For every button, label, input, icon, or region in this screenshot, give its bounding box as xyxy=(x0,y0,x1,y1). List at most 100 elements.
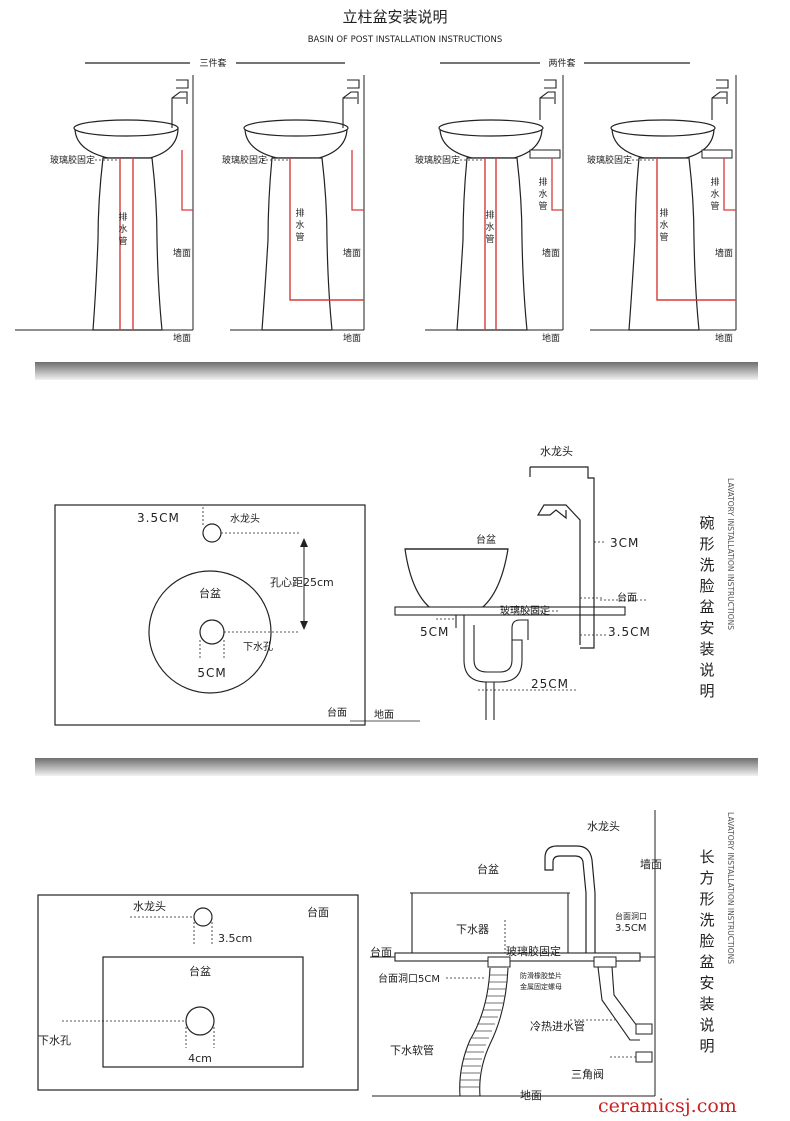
side-drain-device: 下水器 xyxy=(456,923,489,936)
label-drain-3: 管 xyxy=(295,231,304,243)
page-subtitle: BASIN OF POST INSTALLATION INSTRUCTIONS xyxy=(308,35,503,45)
rect-side-view: 水龙头 墙面 台盆 台面洞口 3.5CM 下水器 玻璃胶固定 台面 台面洞口5C… xyxy=(370,810,662,1102)
label-drain-1: 排 xyxy=(485,209,494,221)
vertical-english-title: LAVATORY INSTALLATION INSTRUCTIONS xyxy=(726,812,735,964)
plan-faucet: 水龙头 xyxy=(230,512,260,525)
vertical-char: 说 xyxy=(699,1016,714,1034)
side-basin: 台盆 xyxy=(476,533,496,546)
section-divider xyxy=(35,362,758,380)
vertical-char: 说 xyxy=(699,661,714,679)
side-gasket-2: 金属固定螺母 xyxy=(520,982,562,991)
vertical-char: 盆 xyxy=(699,953,714,971)
label-drain-side-1: 排 xyxy=(538,176,547,188)
bowl-plan-view: 3.5CM 水龙头 孔心距25cm 台盆 下水孔 5CM 台面 xyxy=(54,504,366,726)
vertical-char: 形 xyxy=(699,890,714,908)
vertical-char: 脸 xyxy=(699,932,714,950)
vertical-char: 盆 xyxy=(699,598,714,616)
group-label-two-piece: 两件套 xyxy=(548,57,575,69)
side-25cm: 25CM xyxy=(531,677,569,691)
side-counter: 台面 xyxy=(617,591,637,604)
pedestal-variant-2: 玻璃胶固定 排 水 管 墙面 地面 xyxy=(222,75,365,344)
plan-4cm: 4cm xyxy=(188,1052,212,1065)
label-floor: 地面 xyxy=(542,332,560,344)
side-glass-glue: 玻璃胶固定 xyxy=(500,604,550,617)
side-5cm: 5CM xyxy=(420,625,449,639)
plan-drain-size: 5CM xyxy=(197,666,226,680)
label-drain-2: 水 xyxy=(295,219,304,231)
label-glass-glue: 玻璃胶固定 xyxy=(222,154,267,166)
vertical-char: 洗 xyxy=(699,911,714,929)
plan-basin: 台盆 xyxy=(199,586,221,600)
label-drain-side-2: 水 xyxy=(538,188,547,200)
side-glass-glue: 玻璃胶固定 xyxy=(506,944,561,958)
label-floor: 地面 xyxy=(343,332,361,344)
label-drain-3: 管 xyxy=(659,231,668,243)
label-wall: 墙面 xyxy=(542,247,560,259)
side-supply: 冷热进水管 xyxy=(530,1019,585,1033)
label-drain-2: 水 xyxy=(659,219,668,231)
vertical-char: 装 xyxy=(699,995,714,1013)
plan-counter: 台面 xyxy=(307,905,329,919)
vertical-char: 安 xyxy=(699,619,714,637)
side-hose: 下水软管 xyxy=(390,1043,434,1057)
vertical-char: 碗 xyxy=(699,514,714,532)
watermark: ceramicsj.com xyxy=(598,1095,737,1117)
plan-hole-distance: 孔心距25cm xyxy=(270,576,334,589)
label-drain-1: 排 xyxy=(295,207,304,219)
vertical-char: 方 xyxy=(699,869,714,887)
vertical-char: 形 xyxy=(699,535,714,553)
vertical-english-title: LAVATORY INSTALLATION INSTRUCTIONS xyxy=(726,478,735,630)
label-drain-side-3: 管 xyxy=(710,200,719,212)
label-drain-side-1: 排 xyxy=(710,176,719,188)
label-wall: 墙面 xyxy=(173,247,191,259)
side-3cm: 3CM xyxy=(610,536,639,550)
vertical-char: 洗 xyxy=(699,556,714,574)
plan-drain-hole: 下水孔 xyxy=(243,641,273,653)
label-floor: 地面 xyxy=(715,332,733,344)
rect-vertical-title: 长 方 形 洗 脸 盆 安 装 说 明 LAVATORY INSTALLATIO… xyxy=(699,812,735,1055)
vertical-char: 安 xyxy=(699,974,714,992)
side-gasket-1: 防滑橡胶垫片 xyxy=(520,971,562,980)
page-title: 立柱盆安装说明 xyxy=(342,8,447,26)
bowl-vertical-title: 碗 形 洗 脸 盆 安 装 说 明 LAVATORY INSTALLATION … xyxy=(699,478,735,700)
label-glass-glue: 玻璃胶固定 xyxy=(50,154,95,166)
vertical-char: 明 xyxy=(699,1037,714,1055)
side-basin: 台盆 xyxy=(477,862,499,876)
bowl-side-view: 水龙头 台盆 3CM 台面 玻璃胶固定 5CM 3.5CM 25CM 地面 xyxy=(350,445,650,722)
label-wall: 墙面 xyxy=(715,247,733,259)
label-drain-1: 排 xyxy=(118,211,127,223)
vertical-char: 脸 xyxy=(699,577,714,595)
side-counter: 台面 xyxy=(370,945,392,959)
label-drain-2: 水 xyxy=(118,223,127,235)
label-floor: 地面 xyxy=(173,332,191,344)
label-drain-3: 管 xyxy=(485,233,494,245)
plan-3-5cm: 3.5cm xyxy=(218,932,252,945)
vertical-char: 明 xyxy=(699,682,714,700)
side-angle-valve: 三角阀 xyxy=(571,1067,604,1081)
label-wall: 墙面 xyxy=(343,247,361,259)
side-faucet: 水龙头 xyxy=(587,820,620,833)
plan-faucet-offset: 3.5CM xyxy=(137,511,180,525)
section-divider xyxy=(35,758,758,776)
side-wall: 墙面 xyxy=(640,857,662,871)
side-floor: 地面 xyxy=(374,708,394,721)
plan-basin: 台盆 xyxy=(189,964,211,978)
label-drain-side-3: 管 xyxy=(538,200,547,212)
plan-counter: 台面 xyxy=(327,706,347,719)
label-drain-1: 排 xyxy=(659,207,668,219)
side-counter-hole-5cm: 台面洞口5CM xyxy=(378,972,440,985)
plan-drain-hole: 下水孔 xyxy=(38,1034,71,1047)
side-floor: 地面 xyxy=(520,1089,542,1102)
side-faucet: 水龙头 xyxy=(540,445,573,458)
vertical-char: 装 xyxy=(699,640,714,658)
pedestal-variant-4: 玻璃胶固定 排 水 管 排 水 管 墙面 地面 xyxy=(587,75,737,344)
label-drain-side-2: 水 xyxy=(710,188,719,200)
label-glass-glue: 玻璃胶固定 xyxy=(587,154,632,166)
label-drain-3: 管 xyxy=(118,235,127,247)
group-label-three-piece: 三件套 xyxy=(199,57,226,69)
side-3-5cm: 3.5CM xyxy=(615,923,647,934)
vertical-char: 长 xyxy=(699,848,714,866)
label-drain-2: 水 xyxy=(485,221,494,233)
side-counter-hole: 台面洞口 xyxy=(615,911,647,921)
